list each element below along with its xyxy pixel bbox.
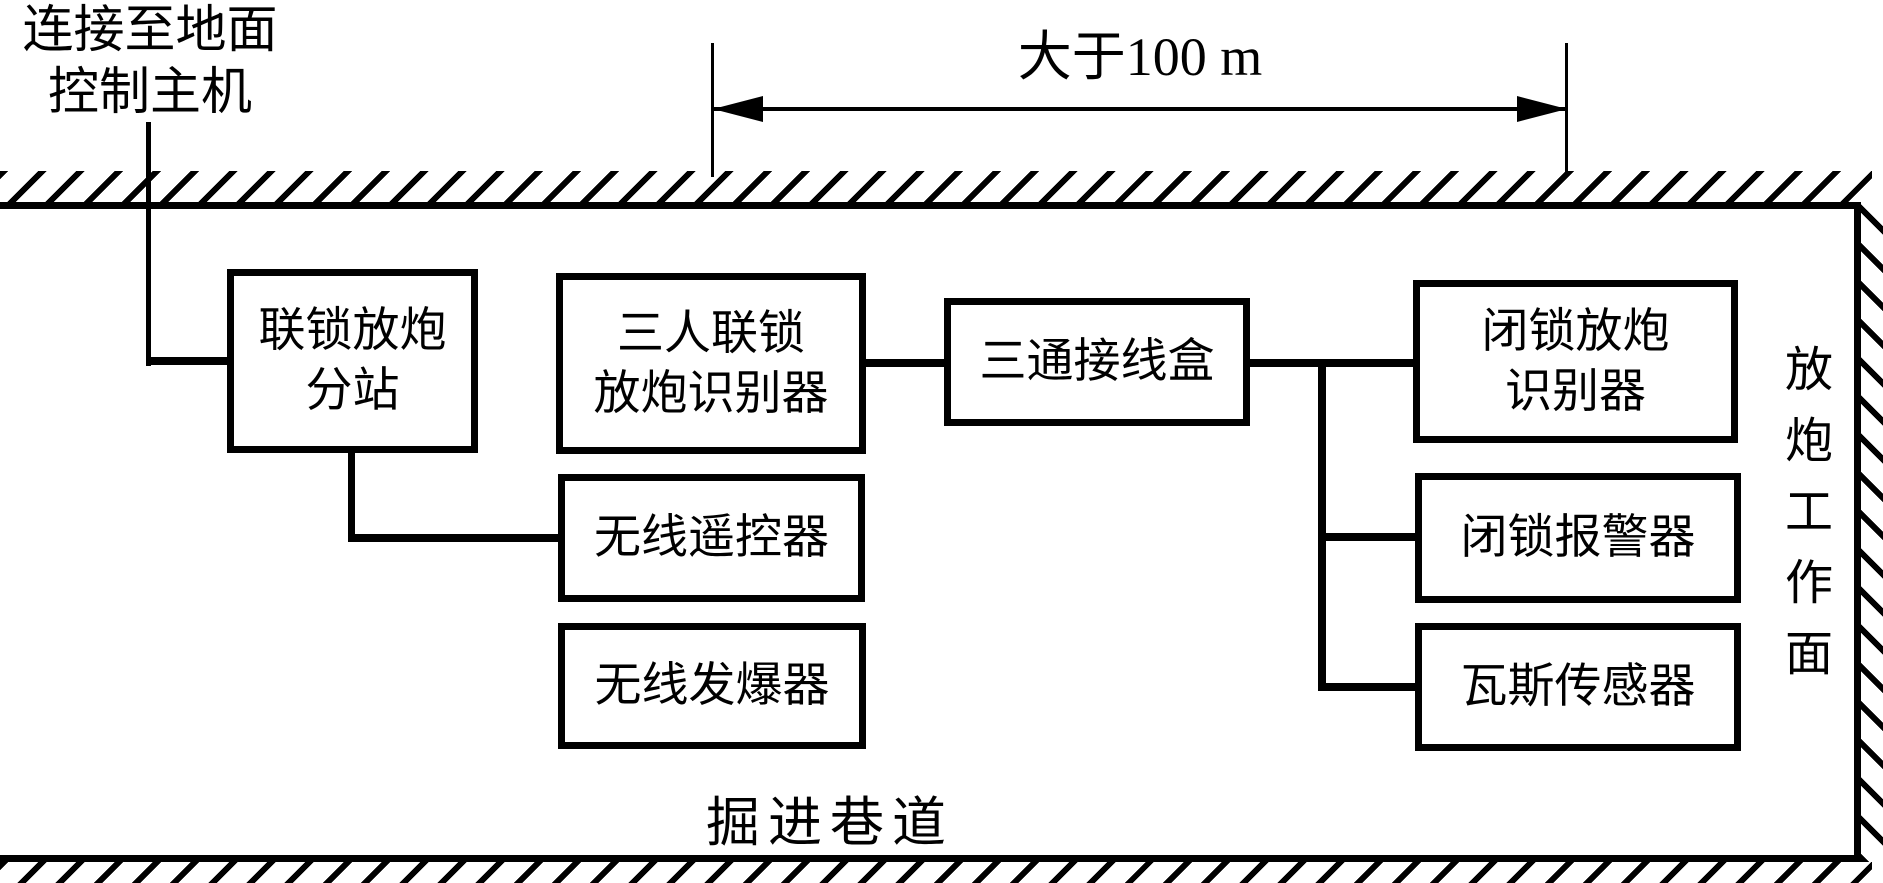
wire-surface-to-substation-horizontal [146, 357, 231, 365]
wire-surface-to-substation-vertical [146, 122, 151, 366]
box-gas-sensor: 瓦斯传感器 [1415, 623, 1741, 751]
surface-host-label-line1: 连接至地面 [22, 3, 278, 59]
box-wireless-remote-control-line1: 无线遥控器 [594, 512, 829, 564]
right-wall-line [1854, 202, 1861, 862]
dimension-arrowhead-left [713, 96, 763, 122]
dimension-arrowhead-right [1517, 96, 1567, 122]
box-interlock-blasting-substation-line1: 联锁放炮 [258, 305, 447, 357]
wire-substation-to-remote [348, 534, 562, 542]
surface-host-label-line2: 控制主机 [47, 65, 252, 121]
work-face-label: 放炮工作面 [1777, 344, 1830, 699]
dimension-extension-line-left [711, 43, 714, 177]
box-wireless-detonator-line1: 无线发爆器 [594, 660, 830, 712]
box-three-person-interlock-identifier: 三人联锁 放炮识别器 [556, 273, 866, 454]
surface-host-label: 连接至地面 控制主机 [2, 0, 298, 124]
right-wall-hatching [1861, 202, 1883, 862]
wire-junction-bus-vertical [1318, 359, 1326, 691]
box-gas-sensor-line1: 瓦斯传感器 [1460, 661, 1696, 713]
box-wireless-remote-control: 无线遥控器 [558, 474, 865, 602]
box-tee-junction-box: 三通接线盒 [944, 298, 1250, 426]
box-tee-junction-box-line1: 三通接线盒 [979, 336, 1215, 388]
distance-label: 大于100 m [1017, 27, 1263, 87]
box-lockout-blasting-identifier-line1: 闭锁放炮 [1481, 305, 1670, 358]
box-lockout-blasting-identifier-line2: 识别器 [1505, 365, 1646, 418]
box-three-person-interlock-identifier-line1: 三人联锁 [617, 307, 805, 360]
bottom-wall-line [0, 855, 1860, 862]
wire-identifier-to-junction [863, 359, 947, 367]
bottom-wall-hatching [0, 862, 1872, 883]
box-interlock-blasting-substation-line2: 分站 [305, 365, 400, 417]
wire-bus-to-alarm [1318, 533, 1418, 541]
box-three-person-interlock-identifier-line2: 放炮识别器 [593, 367, 829, 420]
top-wall-hatching [0, 171, 1872, 202]
box-lockout-alarm-line1: 闭锁报警器 [1460, 512, 1696, 564]
box-interlock-blasting-substation: 联锁放炮 分站 [227, 269, 478, 453]
top-wall-line [0, 202, 1860, 209]
dimension-line [713, 107, 1567, 111]
box-wireless-detonator: 无线发爆器 [558, 623, 866, 749]
wire-junction-to-lockout-identifier [1247, 359, 1417, 367]
wire-substation-down [348, 452, 355, 542]
tunnel-label: 掘进巷道 [706, 793, 954, 853]
box-lockout-blasting-identifier: 闭锁放炮 识别器 [1413, 280, 1738, 443]
box-lockout-alarm: 闭锁报警器 [1415, 473, 1741, 603]
wire-bus-to-gas-sensor [1318, 683, 1418, 691]
